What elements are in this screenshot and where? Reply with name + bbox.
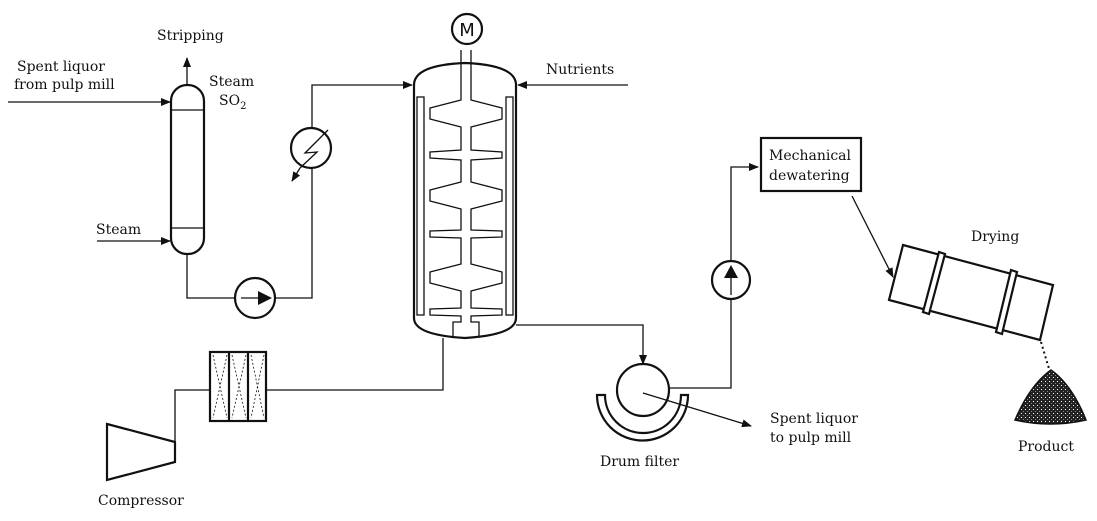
- mechanical-dewatering-box: [759, 136, 863, 193]
- motor: M: [450, 12, 484, 46]
- steam-so2-label-1: Steam: [209, 74, 254, 90]
- feed-pump: [233, 276, 277, 320]
- pump-to-exchanger-line: [275, 167, 313, 299]
- motor-label: M: [459, 20, 475, 41]
- pump-to-dewatering-line: [730, 163, 759, 261]
- spent-liquor-out-label-1: Spent liquor: [770, 411, 858, 427]
- rotary-dryer: [887, 243, 1055, 342]
- mechanical-label-1: Mechanical: [769, 148, 852, 164]
- spent-liquor-in-label-2: from pulp mill: [14, 77, 115, 93]
- spent-liquor-out-label-2: to pulp mill: [770, 430, 852, 446]
- drum-to-pump-line: [669, 300, 732, 389]
- compressor-to-filter-line: [174, 389, 210, 443]
- product-pile: [1013, 369, 1088, 425]
- nutrients-label: Nutrients: [546, 62, 614, 78]
- product-label: Product: [1018, 439, 1074, 455]
- stripping-column: [169, 83, 206, 256]
- fermenter-vessel: [412, 50, 518, 340]
- filter-to-fermenter-line: [266, 338, 444, 391]
- spent-liquor-in-label-1: Spent liquor: [17, 59, 105, 75]
- steam-in-label: Steam: [96, 222, 141, 238]
- product-discharge: [1040, 341, 1051, 373]
- drum-filter-label: Drum filter: [600, 454, 679, 470]
- mechanical-label-2: dewatering: [769, 168, 850, 184]
- fermenter-to-drum-line: [516, 324, 647, 365]
- dewatering-to-dryer-arrow: [851, 195, 894, 278]
- drum-filter: [595, 362, 690, 442]
- exchanger-to-fermenter-line: [311, 81, 413, 128]
- compressor: [105, 422, 177, 482]
- steam-so2-label-2: SO2: [219, 93, 246, 112]
- stripping-label: Stripping: [157, 28, 224, 44]
- transfer-pump: [710, 259, 752, 301]
- heat-exchanger: [289, 126, 333, 182]
- compressor-label: Compressor: [98, 493, 184, 509]
- column-to-pump-line: [186, 254, 235, 299]
- drying-label: Drying: [971, 229, 1019, 245]
- air-filter: [208, 350, 268, 423]
- spent-liquor-outlet-arrow: [642, 392, 752, 428]
